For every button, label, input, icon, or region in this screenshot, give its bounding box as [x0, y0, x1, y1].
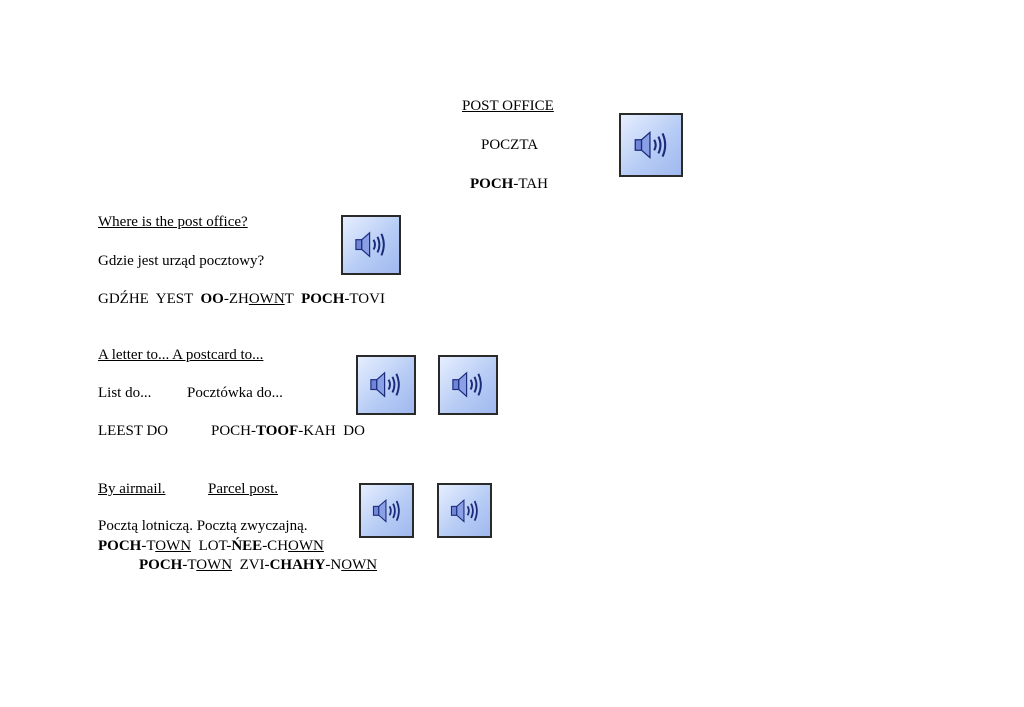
q1-phonetic: GDŹHE YEST OO-ZHOWNT POCH-TOVI [98, 290, 385, 308]
play-audio-button-q3-airmail[interactable] [359, 483, 414, 538]
q2-polish-a: List do... [98, 385, 152, 401]
phonetic-segment: -TOVI [344, 291, 385, 307]
phonetic-segment: OWN [196, 557, 233, 573]
play-audio-button-title[interactable] [619, 113, 683, 177]
phonetic-segment: TOOF [256, 423, 299, 439]
play-audio-button-q1[interactable] [341, 215, 401, 275]
phonetic-segment: T [284, 291, 302, 307]
phonetic-segment: OWN [248, 291, 285, 307]
phonetic-segment: -T [182, 557, 197, 573]
phonetic-segment: OWN [155, 538, 192, 554]
title-english: POST OFFICE [462, 98, 554, 114]
speaker-icon [372, 498, 400, 523]
phonetic-segment: OO [200, 291, 224, 307]
phonetic-segment: -ZH [223, 291, 249, 307]
phonetic-segment: -N [325, 557, 342, 573]
phonetic-segment: OWN [341, 557, 378, 573]
phonetic-segment: CHAHY [269, 557, 326, 573]
phonetic-segment: ŃEE [231, 538, 263, 554]
phonetic-segment: POCH [98, 538, 142, 554]
play-audio-button-q2-letter[interactable] [356, 355, 416, 415]
q3-polish: Pocztą lotniczą. Pocztą zwyczajną. [98, 518, 308, 534]
phonetic-segment: POCH [301, 291, 345, 307]
title-phonetic: POCH-TAH [470, 175, 548, 193]
q2-polish-b: Pocztówka do... [187, 385, 283, 401]
title-phonetic-stress: POCH [470, 176, 514, 192]
phonetic-segment: ZVI- [232, 557, 270, 573]
phonetic-segment: POCH- [211, 423, 257, 439]
phonetic-segment: LOT- [191, 538, 232, 554]
phonetic-segment: OWN [288, 538, 324, 554]
speaker-icon [634, 131, 667, 159]
q2-english: A letter to... A postcard to... [98, 347, 264, 363]
q3-english-b: Parcel post. [208, 481, 278, 497]
q2-phonetic-a: LEEST DO [98, 423, 169, 439]
speaker-icon [355, 231, 386, 259]
phonetic-segment: -T [141, 538, 156, 554]
q3-phonetic-b: POCH-TOWN ZVI-CHAHY-NOWN [139, 556, 377, 574]
speaker-icon [450, 498, 478, 523]
title-polish: POCZTA [481, 137, 539, 153]
phonetic-segment: -KAH DO [298, 423, 365, 439]
phonetic-segment: GDŹHE YEST [98, 291, 201, 307]
q1-polish: Gdzie jest urząd pocztowy? [98, 253, 265, 269]
q2-phonetic-b: POCH-TOOF-KAH DO [211, 422, 365, 440]
q3-english-a: By airmail. [98, 481, 166, 497]
q3-phonetic-a: POCH-TOWN LOT-ŃEE-CHOWN [98, 537, 324, 555]
speaker-icon [370, 371, 401, 399]
speaker-icon [452, 371, 483, 399]
play-audio-button-q2-postcard[interactable] [438, 355, 498, 415]
play-audio-button-q3-parcel[interactable] [437, 483, 492, 538]
title-phonetic-rest: -TAH [513, 176, 548, 192]
phonetic-segment: -CH [262, 538, 289, 554]
q1-english: Where is the post office? [98, 214, 248, 230]
phonetic-segment: POCH [139, 557, 183, 573]
